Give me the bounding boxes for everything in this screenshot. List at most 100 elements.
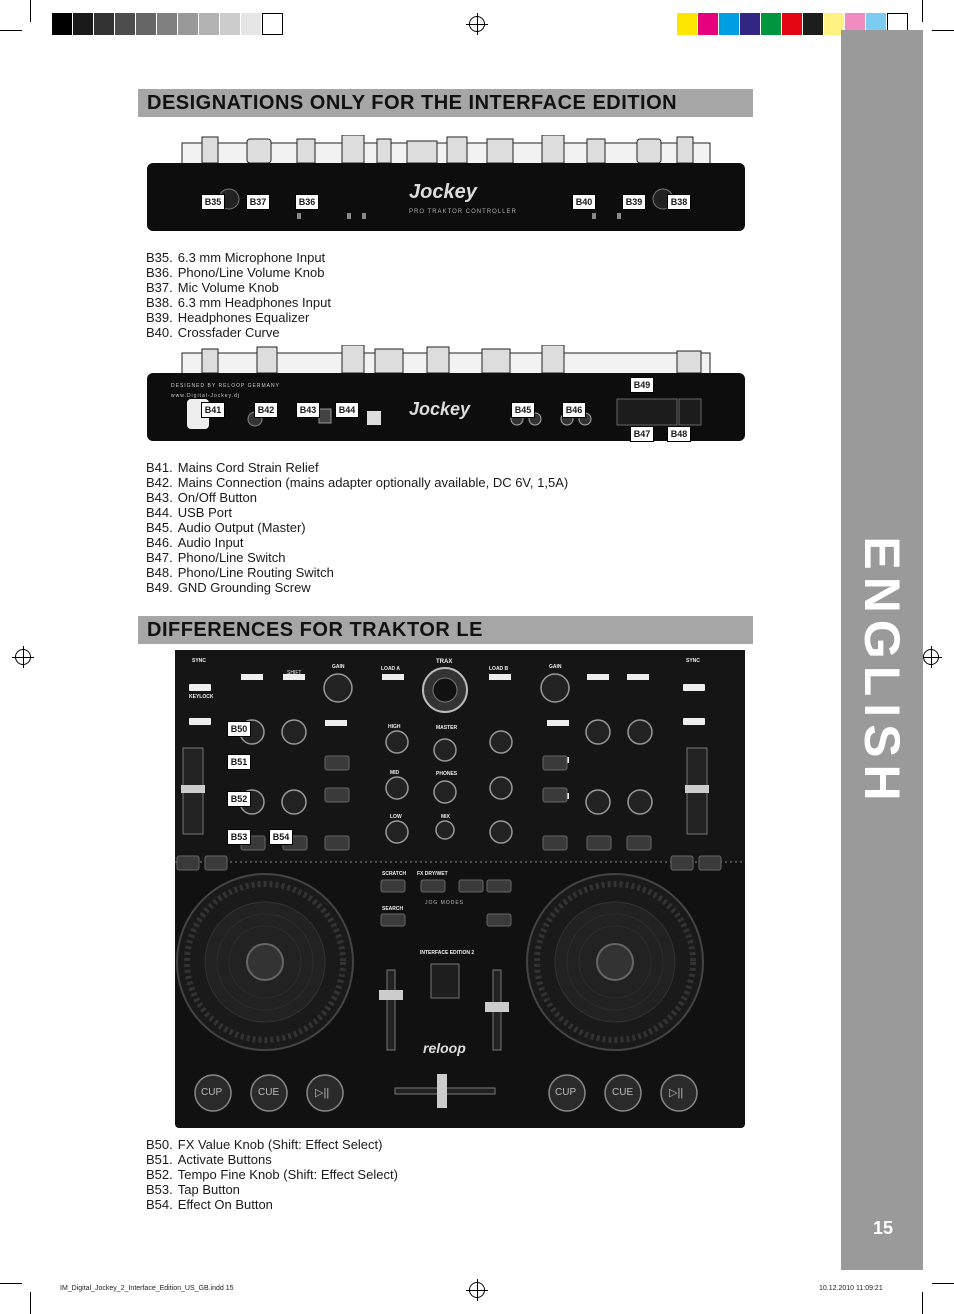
device-rear-panel-image: DESIGNED BY RELOOP GERMANY www.Digital-J… (147, 345, 745, 445)
section-heading-interface-edition: DESIGNATIONS ONLY FOR THE INTERFACE EDIT… (138, 89, 753, 117)
cue-button-label: CUE (612, 1087, 634, 1098)
list-item: B41.Mains Cord Strain Relief (146, 460, 319, 475)
list-item: B50.FX Value Knob (Shift: Effect Select) (146, 1137, 383, 1152)
list-item: B44.USB Port (146, 505, 232, 520)
color-swatch (136, 13, 157, 35)
front-panel-description-list: B35.6.3 mm Microphone Input B36.Phono/Li… (146, 250, 331, 340)
color-swatch (262, 13, 283, 35)
callout-label: B43 (296, 402, 320, 418)
language-side-tab (841, 30, 923, 1270)
callout-label: B36 (295, 194, 319, 210)
crop-mark (922, 0, 923, 22)
digital-jockey-logo: Jockey (409, 181, 477, 203)
eq-high-label: HIGH (388, 724, 401, 730)
color-swatch (220, 13, 241, 35)
front-jacks (218, 188, 674, 219)
list-item: B38.6.3 mm Headphones Input (146, 295, 331, 310)
crop-mark (0, 30, 22, 31)
callout-label: B54 (269, 829, 293, 845)
cup-button-label: CUP (201, 1087, 223, 1098)
gain-label: GAIN (332, 664, 345, 670)
eq-mid-label: MID (390, 770, 400, 776)
footer-timestamp: 10.12.2010 11:09:21 (819, 1285, 883, 1292)
list-item: B35.6.3 mm Microphone Input (146, 250, 326, 265)
color-swatch (719, 13, 740, 35)
color-swatch (677, 13, 698, 35)
reloop-logo: reloop (423, 1040, 466, 1056)
gain-label: GAIN (549, 664, 562, 670)
cue-button-label: CUE (258, 1087, 280, 1098)
callout-label: B45 (511, 402, 535, 418)
eq-low-label: LOW (390, 814, 402, 820)
callout-label: B52 (227, 791, 251, 807)
logo-subtitle: PRO TRAKTOR CONTROLLER (409, 209, 517, 215)
device-rear-body: DESIGNED BY RELOOP GERMANY www.Digital-J… (147, 373, 745, 441)
scratch-label: SCRATCH (382, 871, 407, 877)
footer-file-name: IM_Digital_Jockey_2_Interface_Edition_US… (60, 1285, 234, 1292)
list-item: B52.Tempo Fine Knob (Shift: Effect Selec… (146, 1167, 398, 1182)
color-swatch (761, 13, 782, 35)
color-swatch (866, 13, 887, 35)
list-item: B47.Phono/Line Switch (146, 550, 286, 565)
color-swatch-bar (677, 13, 908, 35)
callout-label: B50 (227, 721, 251, 737)
section-heading-traktor-le: DIFFERENCES FOR TRAKTOR LE (138, 616, 753, 644)
registration-mark-icon (920, 646, 942, 668)
edition-label: INTERFACE EDITION 2 (420, 950, 475, 956)
list-item: B42.Mains Connection (mains adapter opti… (146, 475, 569, 490)
sync-label: SYNC (192, 658, 206, 664)
list-item: B37.Mic Volume Knob (146, 280, 279, 295)
callout-label: B44 (335, 402, 359, 418)
list-item: B39.Headphones Equalizer (146, 310, 310, 325)
color-swatch (178, 13, 199, 35)
callout-label: B40 (572, 194, 596, 210)
top-controls-silhouette (181, 135, 711, 165)
search-label: SEARCH (382, 906, 404, 912)
crop-mark (30, 0, 31, 22)
color-swatch (845, 13, 866, 35)
callout-label: B42 (254, 402, 278, 418)
callout-label: B51 (227, 754, 251, 770)
phones-label: PHONES (436, 771, 458, 777)
fx-dry-wet-label: FX DRY/WET (417, 871, 448, 877)
rear-panel-description-list: B41.Mains Cord Strain Relief B42.Mains C… (146, 460, 568, 595)
registration-mark-icon (466, 13, 488, 35)
mix-label: MIX (441, 814, 450, 820)
designed-by-text: DESIGNED BY RELOOP GERMANY (171, 383, 280, 389)
list-item: B49.GND Grounding Screw (146, 580, 311, 595)
load-b-label: LOAD B (489, 666, 509, 672)
play-pause-button-label: ▷|| (669, 1087, 684, 1099)
shift-label: SHIFT (287, 670, 302, 676)
registration-mark-icon (466, 1279, 488, 1301)
color-swatch (94, 13, 115, 35)
list-item: B45.Audio Output (Master) (146, 520, 306, 535)
list-item: B48.Phono/Line Routing Switch (146, 565, 334, 580)
list-item: B43.On/Off Button (146, 490, 258, 505)
list-item: B53.Tap Button (146, 1182, 240, 1197)
list-item: B51.Activate Buttons (146, 1152, 272, 1167)
color-swatch (115, 13, 136, 35)
keylock-label: KEYLOCK (189, 694, 214, 700)
cup-button-label: CUP (555, 1087, 577, 1098)
color-swatch (803, 13, 824, 35)
color-swatch (698, 13, 719, 35)
color-swatch (824, 13, 845, 35)
crop-mark (932, 30, 954, 31)
color-swatch (73, 13, 94, 35)
callout-label: B53 (227, 829, 251, 845)
website-text: www.Digital-Jockey.dj (171, 393, 240, 399)
callout-label: B47 (630, 426, 654, 442)
play-pause-button-label: ▷|| (315, 1087, 330, 1099)
color-swatch (740, 13, 761, 35)
traktor-le-description-list: B50.FX Value Knob (Shift: Effect Select)… (146, 1137, 398, 1212)
controller-top-view-image: TRAX LOAD A LOAD B GAIN GAIN MASTER PHON… (175, 650, 745, 1128)
rear-top-silhouette (181, 345, 711, 375)
color-swatch (157, 13, 178, 35)
device-front-panel-image: Jockey PRO TRAKTOR CONTROLLER B35 B37 B3… (147, 135, 745, 235)
trax-label: TRAX (436, 659, 453, 665)
callout-label: B46 (562, 402, 586, 418)
list-item: B54.Effect On Button (146, 1197, 273, 1212)
page-number: 15 (872, 1218, 894, 1238)
crop-mark (30, 1292, 31, 1314)
color-swatch (782, 13, 803, 35)
